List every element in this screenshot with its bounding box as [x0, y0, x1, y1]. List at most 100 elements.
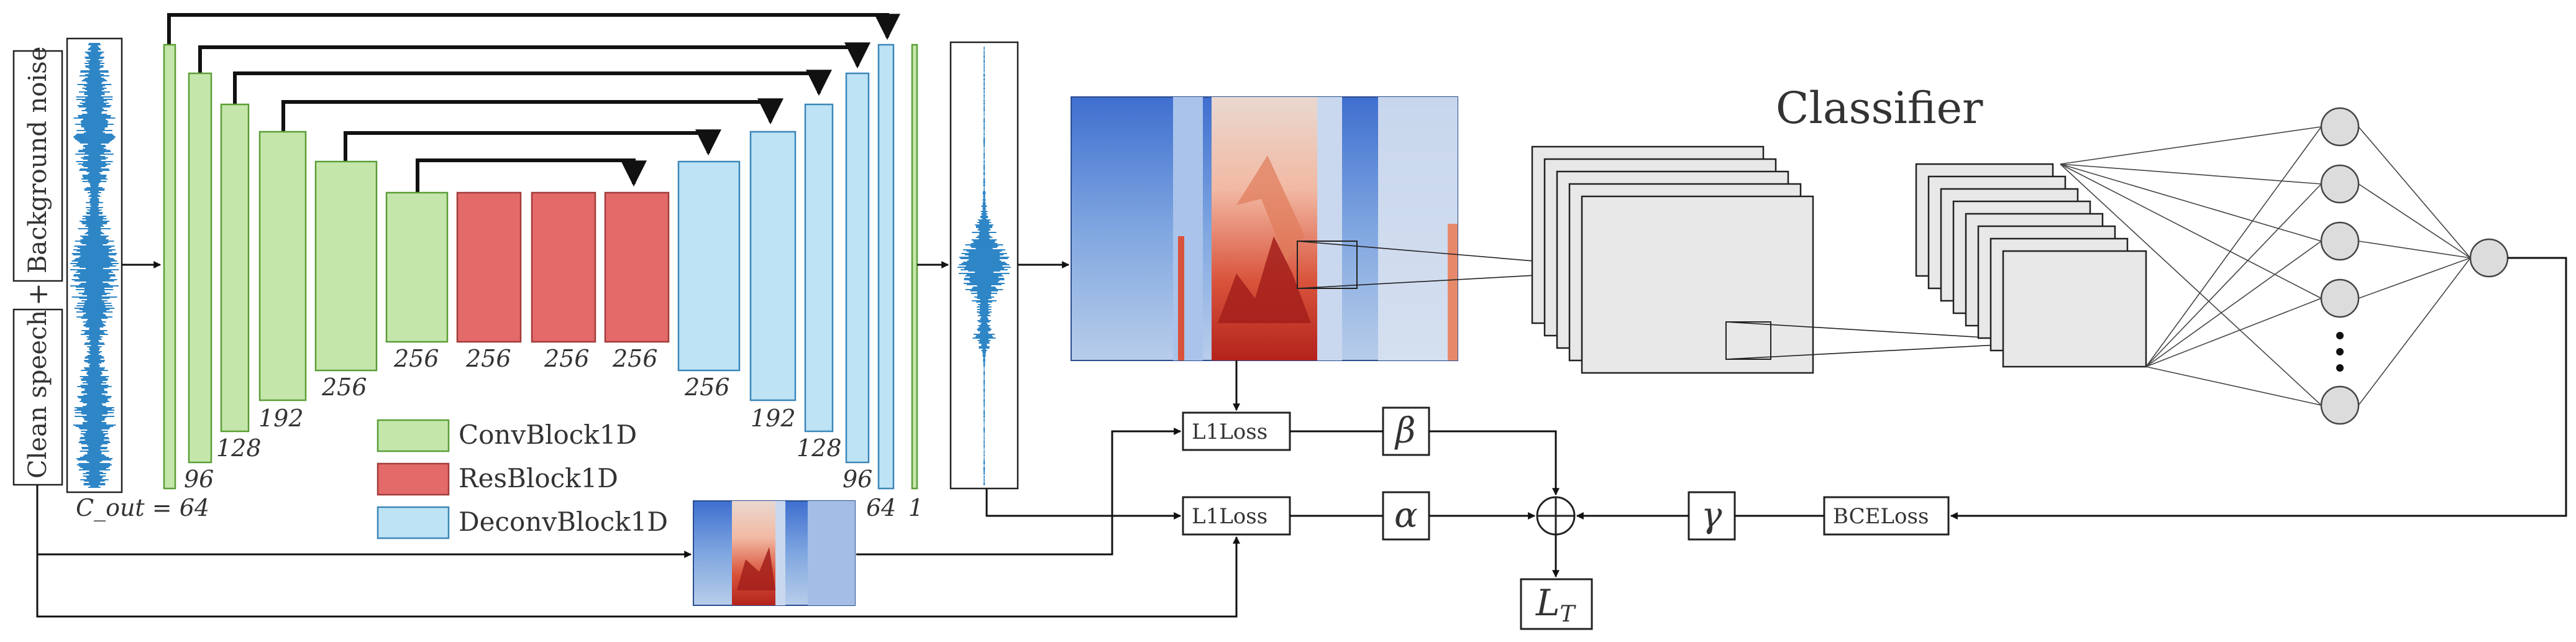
- background-noise-label: Background noise: [24, 47, 52, 273]
- nn-edge: [2060, 126, 2322, 165]
- channel-label: 96: [843, 465, 872, 493]
- nn-edge: [2358, 257, 2471, 406]
- l1loss-bottom-box: [1182, 496, 1291, 536]
- legend-deconv-label: DeconvBlock1D: [459, 507, 668, 537]
- skip-connection-1: [167, 13, 900, 45]
- skip-connection-3: [233, 70, 832, 104]
- nn-node: [2320, 278, 2360, 318]
- legend-res-label: ResBlock1D: [459, 463, 618, 493]
- conv-block-6: [385, 191, 449, 343]
- enhanced-spectrogram: [1071, 96, 1458, 361]
- legend-conv-label: ConvBlock1D: [459, 420, 637, 450]
- channel-label: 96: [184, 465, 214, 493]
- l1loss-top-label: L1Loss: [1192, 420, 1267, 444]
- plus-label: +: [22, 283, 54, 306]
- l1loss-bottom-label: L1Loss: [1192, 504, 1267, 529]
- nn-edge: [2145, 298, 2322, 367]
- deconv-block-5: [877, 44, 895, 490]
- input-waveform: [70, 43, 119, 488]
- nn-edge: [2358, 126, 2471, 259]
- res-block-3: [604, 191, 670, 343]
- total-loss-box: [1520, 578, 1593, 630]
- legend-conv-swatch: [377, 419, 450, 452]
- channel-label: 128: [216, 434, 262, 462]
- nn-edge: [2358, 257, 2471, 299]
- fully-connected-layer: [2060, 107, 2509, 425]
- skip-connection-5: [344, 129, 721, 162]
- classifier-feature-maps-1: [1531, 145, 2057, 374]
- classifier-feature-maps-2: [1915, 163, 2147, 368]
- channel-label: 256: [465, 345, 511, 372]
- channel-labels: 96 128 192 256 256 256 256 256 256 192 1…: [184, 345, 923, 521]
- nn-edge: [2358, 183, 2471, 259]
- nn-edge: [2060, 163, 2322, 185]
- nn-ellipsis-dot: [2336, 348, 2344, 355]
- deconv-block-3: [804, 103, 834, 433]
- loss-connections: [36, 257, 2567, 618]
- output-waveform: [957, 47, 1011, 485]
- nn-node: [2320, 221, 2360, 261]
- conv-block-3: [220, 103, 250, 433]
- deconv-block-4: [845, 72, 870, 464]
- clean-speech-box: [12, 308, 63, 486]
- input-label-group: Background noise + Clean speech: [12, 47, 63, 486]
- cout-label: C_out = 64: [76, 494, 209, 522]
- skip-connections: [167, 13, 900, 193]
- legend-deconv-swatch: [377, 506, 450, 539]
- nn-node: [2320, 164, 2360, 204]
- channel-label: 192: [751, 405, 796, 432]
- beta-label: β: [1394, 411, 1415, 451]
- nn-edge: [2145, 366, 2322, 406]
- channel-label: 256: [321, 374, 367, 401]
- conv-block-2: [188, 72, 212, 464]
- waveform-trace: [70, 43, 119, 488]
- alpha-label: α: [1394, 495, 1418, 536]
- conv-block-final: [911, 44, 918, 490]
- alpha-box: [1382, 491, 1430, 541]
- channel-label: 192: [258, 405, 304, 432]
- res-block-1: [456, 191, 522, 343]
- channel-label: 64: [866, 494, 896, 521]
- l1loss-top-box: [1182, 411, 1291, 451]
- skip-connection-4: [281, 98, 783, 132]
- deconv-block-2: [749, 131, 797, 401]
- classifier-title: Classifier: [1776, 83, 1983, 134]
- nn-node: [2320, 107, 2360, 147]
- nn-ellipsis-dot: [2336, 332, 2344, 339]
- channel-label: 256: [684, 374, 730, 401]
- unet-blocks: [163, 44, 918, 490]
- nn-ellipsis-dot: [2336, 364, 2344, 372]
- nn-edge: [2145, 183, 2322, 367]
- nn-edge: [2145, 126, 2322, 367]
- deconv-block-1: [677, 160, 741, 372]
- channel-label: 1: [908, 494, 923, 521]
- sum-node: [1536, 496, 1576, 536]
- nn-edge: [2060, 163, 2322, 406]
- nn-edge: [2060, 163, 2322, 299]
- legend: ConvBlock1D ResBlock1D DeconvBlock1D: [377, 419, 668, 539]
- conv-block-1: [163, 44, 176, 490]
- nn-edge: [2358, 241, 2471, 259]
- nn-node: [2320, 385, 2360, 425]
- channel-label: 256: [544, 345, 590, 372]
- channel-label: 256: [612, 345, 658, 372]
- total-loss-label: LT: [1535, 582, 1577, 627]
- res-block-2: [531, 191, 596, 343]
- clean-speech-label: Clean speech: [24, 310, 52, 479]
- nn-output-node: [2469, 238, 2509, 278]
- gamma-label: γ: [1701, 495, 1722, 536]
- channel-label: 128: [797, 434, 842, 462]
- nn-edge: [2145, 241, 2322, 367]
- conv-block-4: [258, 131, 307, 401]
- skip-connection-2: [198, 42, 870, 73]
- legend-res-swatch: [377, 462, 450, 496]
- waveform-trace: [957, 47, 1011, 485]
- nn-edge: [2060, 163, 2322, 242]
- channel-label: 256: [393, 345, 439, 372]
- conv-block-5: [314, 160, 378, 372]
- skip-connection-6: [416, 158, 647, 193]
- bceloss-label: BCELoss: [1833, 504, 1929, 529]
- background-noise-box: [12, 50, 63, 282]
- clean-spectrogram: [693, 500, 856, 606]
